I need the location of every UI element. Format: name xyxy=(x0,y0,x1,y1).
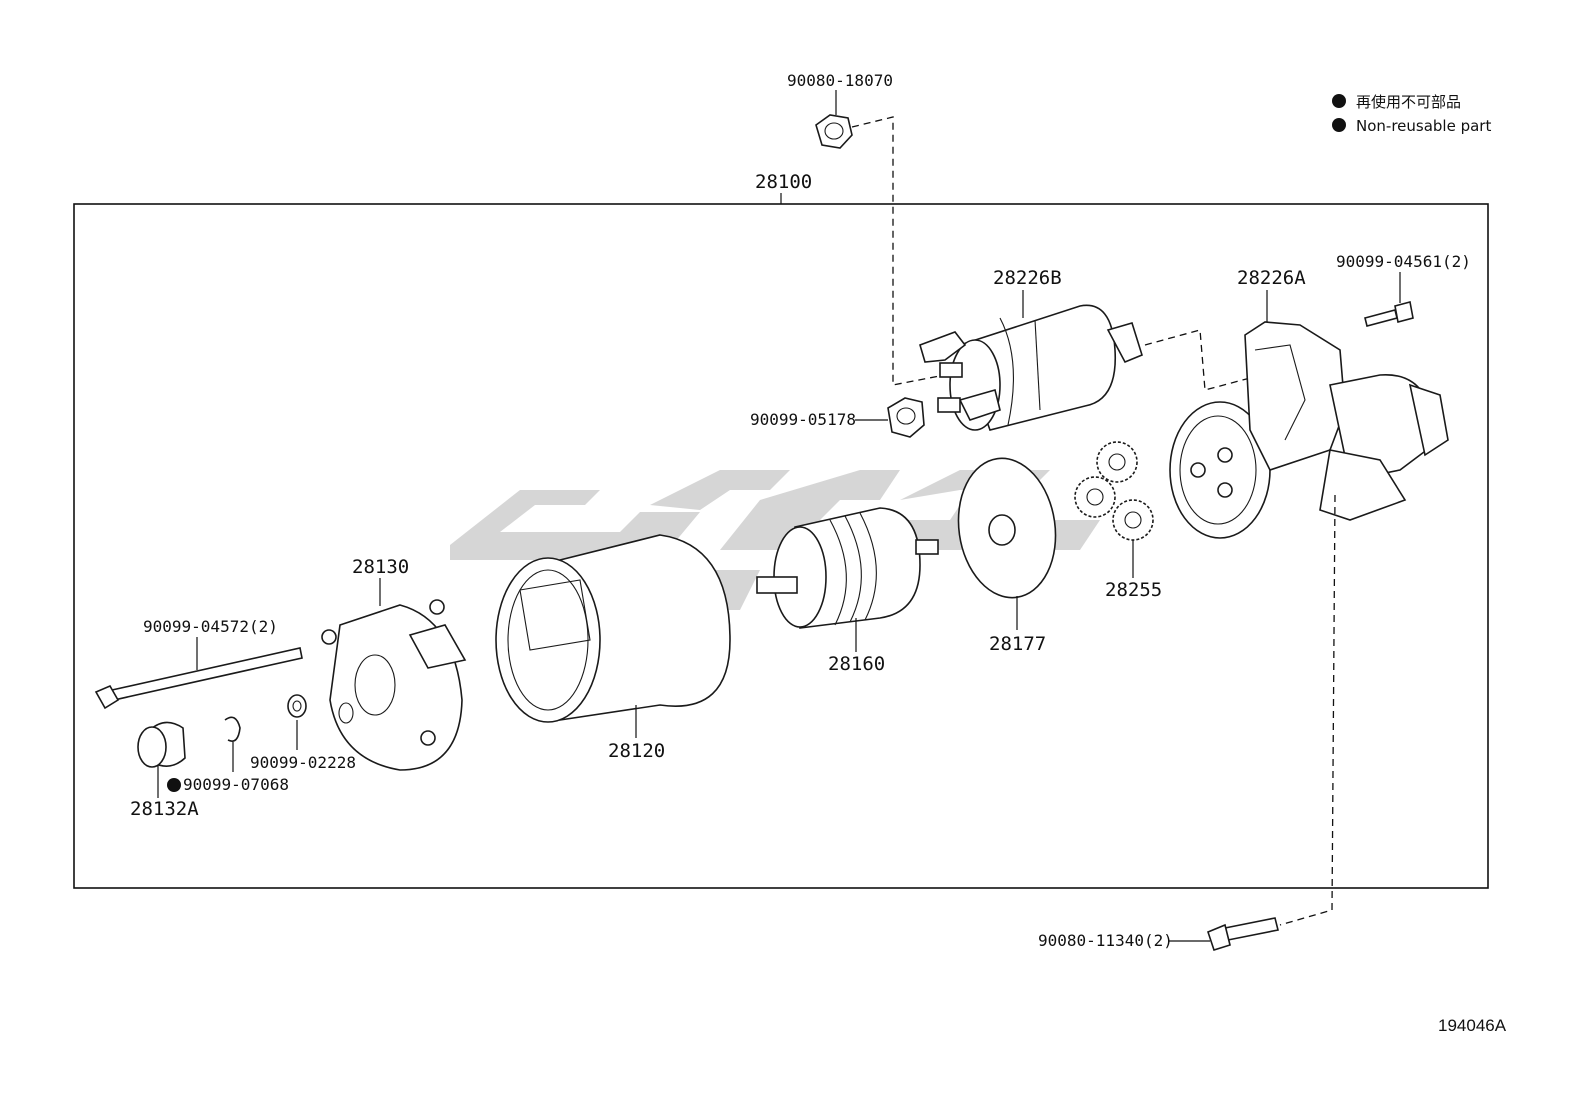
label-90099-02228: 90099-02228 xyxy=(250,753,356,772)
assembly-label: 28100 xyxy=(755,171,812,193)
bolt-90099-04561 xyxy=(1364,301,1414,327)
gears-28255 xyxy=(1074,441,1154,541)
label-28130: 28130 xyxy=(352,556,409,578)
label-90099-07068: 90099-07068 xyxy=(183,775,289,794)
clip-90099-07068 xyxy=(224,716,241,742)
label-90080-18070: 90080-18070 xyxy=(787,71,893,90)
label-90080-11340: 90080-11340(2) xyxy=(1038,931,1173,950)
label-28132A: 28132A xyxy=(130,798,199,820)
label-28226B: 28226B xyxy=(993,267,1062,289)
non-reusable-marker-icon xyxy=(1332,94,1346,108)
label-90099-04572: 90099-04572(2) xyxy=(143,617,278,636)
label-90099-05178: 90099-05178 xyxy=(750,410,856,429)
legend: 再使用不可部品 Non-reusable part xyxy=(1332,93,1491,135)
label-28177: 28177 xyxy=(989,633,1046,655)
bolt-90080-11340 xyxy=(1207,917,1279,951)
housing-28226A xyxy=(1169,321,1449,539)
legend-ja-text: 再使用不可部品 xyxy=(1356,93,1461,111)
nut-90080-18070 xyxy=(815,114,853,149)
legend-en-text: Non-reusable part xyxy=(1356,117,1491,135)
yoke-28120 xyxy=(495,534,731,723)
through-bolt-90099-04572 xyxy=(94,647,303,710)
nut-90099-05178 xyxy=(887,397,925,438)
armature-28160 xyxy=(756,507,939,629)
washer-90099-02228 xyxy=(287,694,307,718)
solenoid-28226B xyxy=(919,304,1143,431)
cap-28132A xyxy=(137,721,186,768)
diagram-id: 194046A xyxy=(1438,1016,1507,1035)
label-28160: 28160 xyxy=(828,653,885,675)
non-reusable-marker-icon xyxy=(1332,118,1346,132)
end-frame-28130 xyxy=(321,599,467,771)
label-90099-04561: 90099-04561(2) xyxy=(1336,252,1471,271)
label-28120: 28120 xyxy=(608,740,665,762)
non-reusable-marker-icon xyxy=(167,778,181,792)
label-28255: 28255 xyxy=(1105,579,1162,601)
label-28226A: 28226A xyxy=(1237,267,1306,289)
